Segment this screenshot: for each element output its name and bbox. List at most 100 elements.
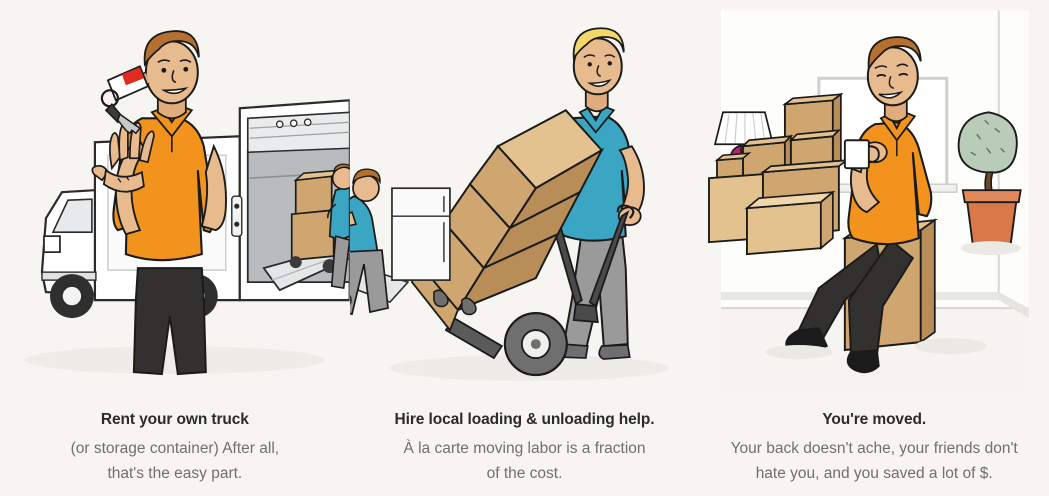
illustration-hire-help — [349, 0, 700, 408]
lamp-shade-pleats — [724, 113, 766, 144]
dolly-wheel-b — [289, 256, 302, 269]
man-hair — [143, 30, 200, 67]
topiary-foliage — [958, 111, 1018, 174]
eye-right — [183, 66, 189, 72]
caption-rent-truck: Rent your own truck (or storage containe… — [0, 408, 350, 486]
bg-helper-arm — [349, 211, 357, 227]
shadow-pot — [961, 241, 1022, 256]
man3-shoe-front — [847, 349, 881, 374]
car-keys — [100, 65, 150, 135]
door-hardware — [231, 195, 243, 237]
nose — [171, 70, 177, 84]
mover-eye-right — [607, 61, 612, 66]
helper-shirt — [328, 185, 350, 242]
foliage-texture — [970, 119, 1006, 156]
palm-lines — [117, 175, 130, 183]
hire-help-artwork — [349, 0, 700, 408]
caption-body-line-2: that's the easy part. — [107, 465, 243, 482]
hardware-bolt-2 — [234, 221, 240, 227]
mouth — [160, 86, 189, 95]
mover-shoe-right — [598, 344, 631, 360]
man3-brow-right — [896, 63, 909, 67]
hand-truck-wheel — [503, 311, 568, 377]
helper-hair — [332, 163, 350, 174]
door-latch-2 — [289, 119, 298, 128]
hand-truck-axle-plate — [572, 303, 599, 324]
seat-box-side — [920, 218, 937, 344]
caption-hire-help: Hire local loading & unloading help. À l… — [350, 408, 700, 486]
finger-4 — [138, 130, 155, 164]
caption-title: You're moved. — [822, 411, 927, 428]
illustration-youre-moved — [699, 0, 1049, 408]
stacked-boxes-on-dolly — [410, 109, 604, 332]
box-g-front — [746, 201, 823, 256]
hand-hole-1 — [432, 289, 449, 308]
mover-hair-blond — [572, 27, 625, 62]
mover-brow-right — [604, 54, 615, 58]
man3-eye-right — [898, 72, 909, 77]
ground-shadow — [24, 346, 325, 375]
eyebrow-left — [157, 59, 171, 64]
caption-body-line-2: of the cost. — [486, 465, 563, 482]
caption-youre-moved: You're moved. Your back doesn't ache, yo… — [699, 408, 1049, 486]
man3-hair — [868, 36, 923, 72]
eye-left — [161, 67, 167, 73]
cab-window — [51, 198, 93, 233]
door-latch-3 — [303, 118, 312, 127]
caption-body: À la carte moving labor is a fraction of… — [364, 436, 686, 486]
caption-body: (or storage container) After all, that's… — [14, 436, 336, 486]
bg-dolly-wheel — [349, 294, 352, 306]
helper-arm — [326, 203, 337, 219]
bg-helper-pants — [349, 249, 389, 316]
man3-nose — [888, 76, 895, 90]
pot-rim — [962, 189, 1023, 204]
palm — [102, 168, 145, 193]
helper-loading-boxes — [289, 163, 350, 290]
rent-truck-artwork — [0, 0, 350, 408]
caption-title: Rent your own truck — [100, 411, 249, 428]
roll-up-door — [246, 111, 350, 154]
mover-right-arm — [617, 145, 645, 216]
man3-mouth — [878, 90, 904, 99]
youre-moved-artwork — [699, 0, 1049, 408]
plant-pot — [966, 197, 1019, 246]
shadow-seat-box — [915, 338, 988, 355]
box-g-side — [820, 190, 835, 250]
potted-topiary — [958, 111, 1023, 246]
box-stack-left — [708, 92, 851, 256]
baseboard-right — [999, 292, 1030, 319]
caption-body: Your back doesn't ache, your friends don… — [713, 436, 1035, 486]
caption-body-line-1: Your back doesn't ache, your friends don… — [730, 440, 1018, 457]
mover-brow-left — [583, 54, 595, 58]
key-head — [104, 103, 123, 124]
hardware-bolt-1 — [234, 203, 240, 209]
mover-mouth — [586, 78, 612, 87]
box-c-top — [788, 129, 842, 142]
bg-helper-hair — [351, 168, 381, 185]
dolly-box-top — [294, 175, 333, 216]
mug-body — [844, 139, 871, 170]
helper-pants — [330, 235, 350, 290]
door-slat-1 — [249, 121, 350, 129]
man-pants — [132, 267, 207, 376]
side-mirror — [43, 235, 61, 254]
mover-eye-left — [587, 62, 592, 67]
bg-refrigerator — [390, 187, 451, 281]
caption-title: Hire local loading & unloading help. — [394, 411, 655, 428]
shadow-shoe-back — [765, 345, 834, 360]
step-panel-hire-help: Hire local loading & unloading help. À l… — [349, 0, 700, 496]
seated-man — [785, 36, 933, 374]
box-d-top — [714, 152, 752, 162]
box3-side — [455, 232, 560, 313]
front-hubcap — [61, 285, 83, 307]
man3-brow-left — [874, 65, 888, 69]
caption-body-line-1: À la carte moving labor is a fraction — [403, 440, 646, 457]
key-blade — [117, 113, 141, 135]
handle-right — [616, 204, 635, 219]
man-right-arm — [200, 143, 227, 232]
eyebrow-right — [179, 59, 192, 63]
mug-handle — [869, 145, 881, 164]
wheel-center — [530, 339, 541, 350]
background-helper-scene — [349, 168, 451, 316]
